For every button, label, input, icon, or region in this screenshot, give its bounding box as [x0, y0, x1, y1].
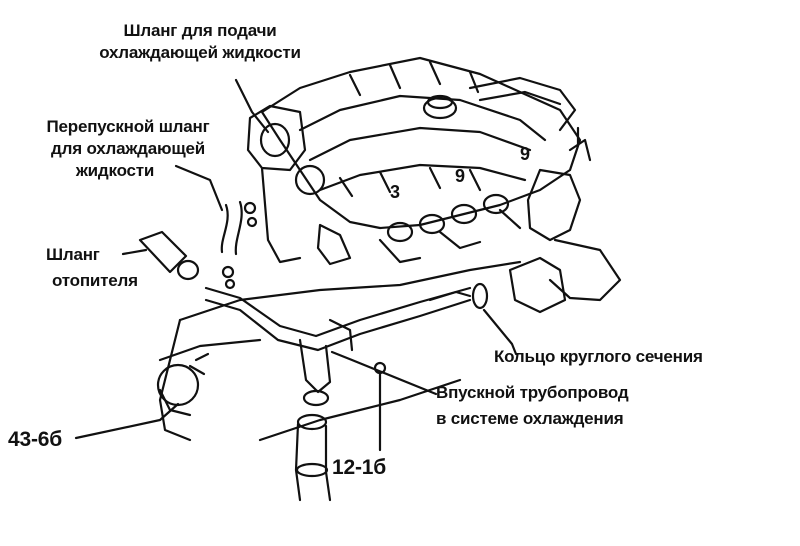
bypass-hose — [220, 200, 258, 256]
torque-left-pointer — [74, 402, 180, 440]
svg-text:9: 9 — [455, 166, 465, 186]
heater-hose — [138, 230, 235, 281]
inlet-pipe-pointer — [330, 350, 438, 396]
o-ring — [471, 282, 518, 356]
label-heater-hose: Шланг отопителя — [46, 244, 138, 292]
svg-text:9: 9 — [520, 144, 530, 164]
label-coolant-inlet-pipe: Впускной трубопровод в системе охлаждени… — [436, 382, 629, 430]
label-line: отопителя — [52, 271, 138, 290]
lower-hose — [294, 413, 332, 502]
label-line: Впускной трубопровод — [436, 383, 629, 402]
thermostat-housing — [246, 104, 352, 266]
valve-cover — [468, 76, 577, 132]
label-line: охлаждающей жидкости — [99, 43, 301, 62]
bypass-hose-pointer — [174, 164, 224, 212]
label-line: Шланг — [46, 245, 100, 264]
supply-hose-pointer — [234, 78, 270, 134]
label-line: жидкости — [75, 161, 155, 180]
label-line: в системе охлаждения — [436, 409, 624, 428]
label-torque-bottom: 12-1б — [332, 456, 387, 479]
filler-cap — [422, 94, 458, 120]
label-line: Перепускной шланг — [46, 117, 210, 136]
svg-text:3: 3 — [390, 182, 400, 202]
cylinder-head: 3 9 9 — [260, 56, 582, 230]
label-o-ring: Кольцо круглого сечения — [494, 347, 703, 366]
heater-hose-pointer — [121, 248, 148, 256]
label-coolant-supply-hose: Шланг для подачи охлаждающей жидкости — [68, 20, 332, 64]
label-torque-left: 43-6б — [8, 428, 63, 451]
engine-block — [156, 260, 522, 442]
coolant-inlet-pipe — [204, 286, 472, 407]
label-line: Шланг для подачи — [123, 21, 277, 40]
bolts — [188, 278, 387, 452]
intake-runners — [378, 193, 522, 264]
right-components — [508, 126, 622, 314]
label-coolant-bypass-hose: Перепускной шланг для охлаждающей жидкос… — [22, 116, 234, 182]
label-line: для охлаждающей — [51, 139, 205, 158]
